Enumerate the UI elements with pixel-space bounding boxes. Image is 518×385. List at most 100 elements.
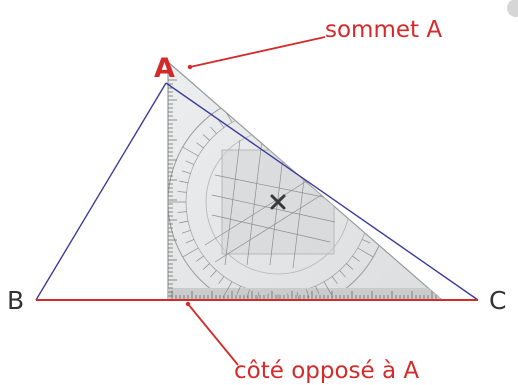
ruler-tick xyxy=(367,180,377,184)
cross-mark-icon xyxy=(270,194,286,210)
ruler-tick xyxy=(210,270,217,278)
ruler-tick xyxy=(240,121,245,126)
ruler-tick xyxy=(339,126,346,134)
ruler-tick xyxy=(214,98,219,103)
ruler-tick xyxy=(229,111,234,117)
ruler-tick xyxy=(225,108,230,113)
ruler-tick xyxy=(373,233,380,241)
ruler-tick xyxy=(357,220,365,228)
sommet-pointer-dot xyxy=(187,64,193,70)
ruler-tick xyxy=(181,170,191,174)
annotation-cote-oppose: côté opposé à A xyxy=(234,358,419,384)
ruler-tick xyxy=(339,270,346,278)
ruler-tick xyxy=(376,239,381,244)
ruler-tick xyxy=(252,128,259,136)
ruler-tick xyxy=(306,289,310,299)
ruler-tick xyxy=(185,239,195,244)
ruler-tick xyxy=(196,142,204,149)
ruler-tick xyxy=(346,263,354,270)
ruler-tick xyxy=(246,289,250,299)
ruler-tick xyxy=(403,259,410,267)
sommet-pointer-line xyxy=(189,36,326,68)
ruler-tick xyxy=(184,72,189,77)
vertex-label-a: A xyxy=(154,53,175,84)
ruler-tick xyxy=(218,101,223,107)
corner-circle xyxy=(507,0,518,17)
ruler-tick xyxy=(202,263,210,270)
ruler-tick xyxy=(331,120,338,128)
ruler-tick xyxy=(315,109,320,119)
ruler-tick xyxy=(233,115,238,120)
ruler-tick xyxy=(218,276,225,284)
ruler-tick xyxy=(365,229,370,235)
ruler-tick xyxy=(176,62,184,71)
ruler-tick xyxy=(237,115,244,123)
ruler-tick xyxy=(339,206,343,212)
ruler-tick xyxy=(274,151,279,156)
ruler-tick xyxy=(191,75,199,84)
ruler-tick xyxy=(433,285,440,294)
ruler-tick xyxy=(357,146,374,157)
set-square xyxy=(167,60,444,301)
ruler-tick xyxy=(352,255,360,262)
ruler-tick xyxy=(384,246,389,251)
ruler-tick xyxy=(271,147,276,153)
ruler-tick xyxy=(297,167,305,176)
ruler-tick xyxy=(177,211,187,213)
ruler-tick xyxy=(306,105,310,115)
ruler-tick xyxy=(180,69,185,74)
vertex-label-b: B xyxy=(7,286,24,315)
ruler-tick xyxy=(395,256,400,261)
ruler-tick xyxy=(418,272,425,280)
ruler-tick xyxy=(290,164,294,169)
ruler-tick xyxy=(210,126,217,134)
ruler-tick xyxy=(365,170,375,174)
ruler-tick xyxy=(203,88,208,94)
ruler-tick xyxy=(246,105,250,115)
cote-pointer-line xyxy=(187,303,239,366)
ruler-tick xyxy=(179,220,189,224)
ruler-tick xyxy=(361,239,371,244)
ruler-tick xyxy=(399,259,404,264)
ruler-tick xyxy=(222,281,233,298)
ruler-tick xyxy=(422,278,427,284)
ruler-tick xyxy=(181,230,191,234)
ruler-tick xyxy=(346,134,354,141)
triangle-abc xyxy=(35,82,479,301)
ruler-tick xyxy=(199,85,204,90)
ruler-tick xyxy=(263,141,268,146)
ruler-tick xyxy=(346,213,351,218)
ruler-tick xyxy=(248,128,253,133)
ruler-tick xyxy=(357,247,374,258)
ruler-tick xyxy=(369,191,379,193)
ruler-tick xyxy=(196,255,204,262)
ruler-tick xyxy=(388,246,395,254)
ruler-tick xyxy=(286,160,291,166)
ruler-tick xyxy=(361,160,371,165)
ruler-tick xyxy=(367,220,377,224)
ruler-tick xyxy=(267,293,269,300)
side-ab xyxy=(35,82,167,301)
ruler-tick xyxy=(259,137,264,143)
ruler-tick xyxy=(391,252,396,258)
ruler-tick xyxy=(331,276,338,284)
ruler-tick xyxy=(179,180,189,184)
ruler-tick xyxy=(425,282,430,287)
ruler-tick xyxy=(323,281,334,298)
side-ac xyxy=(165,82,479,301)
ruler-tick xyxy=(222,102,229,110)
ruler-tick xyxy=(282,154,289,162)
ruler-tick xyxy=(177,191,187,193)
ruler-tick xyxy=(350,216,355,221)
ruler-tick xyxy=(414,272,419,277)
ruler-tick xyxy=(195,82,200,87)
ruler-tick xyxy=(182,247,199,258)
ruler-tick xyxy=(278,154,283,159)
ruler-tick xyxy=(236,285,241,295)
ruler-tick xyxy=(185,160,195,165)
ruler-tick xyxy=(267,101,269,111)
ruler-tick xyxy=(256,103,260,113)
ruler-tick xyxy=(218,120,225,128)
ruler-tick xyxy=(188,75,192,80)
